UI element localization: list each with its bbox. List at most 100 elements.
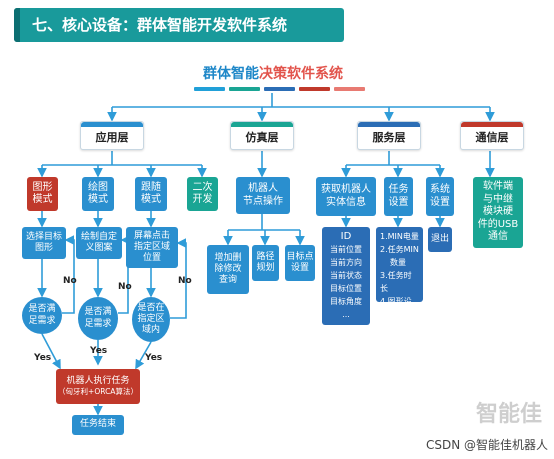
system-settings-line2: 设置 (430, 196, 450, 208)
check-area-node: 是否在指定区域内 (132, 297, 170, 342)
execute-task-line1: 机器人执行任务 (66, 376, 130, 387)
usb-comm-line1: 软件端 (483, 181, 513, 193)
usb-comm-line5: 通信 (488, 231, 508, 243)
banner-accent (14, 8, 20, 42)
task-graphic-settings: 4.图形设置 (380, 297, 412, 319)
get-robot-info-line1: 获取机器人 (321, 184, 371, 195)
draw-mode-line2: 模式 (88, 194, 108, 205)
secondary-dev-line2: 开发 (192, 194, 213, 205)
title-color-bar (194, 87, 225, 91)
system-settings-line1: 系统 (430, 184, 450, 195)
category-simulation: 仿真层 (230, 121, 294, 150)
target-point-line1: 目标点 (286, 251, 314, 262)
task-settings-node: 任务设置 (384, 177, 413, 216)
task-min-count-cont: 数量 (390, 258, 406, 267)
screen-click-line1: 屏幕点击 (133, 230, 170, 241)
check-demand-1-line1: 是否满 (28, 304, 56, 315)
check-demand-1-line2: 足需求 (28, 315, 56, 326)
category-service: 服务层 (357, 121, 421, 150)
draw-custom-line1: 绘制自定 (80, 231, 117, 242)
check-demand-node-1: 是否满足需求 (22, 297, 62, 334)
check-area-line3: 域内 (141, 325, 160, 336)
path-planning-line1: 路径 (256, 251, 275, 262)
follow-mode-line1: 跟随 (141, 181, 161, 193)
check-demand-node-2: 是否满足需求 (78, 297, 118, 340)
diagram-title: 群体智能决策软件系统 (168, 63, 378, 83)
yes-label-2: Yes (90, 346, 108, 356)
category-communication: 通信层 (460, 121, 524, 150)
secondary-dev-node: 二次开发 (187, 177, 218, 211)
task-end-label: 任务结束 (79, 419, 116, 430)
target-point-node: 目标点设置 (285, 245, 315, 281)
info-current-status: 当前状态 (330, 271, 362, 280)
title-color-bar (229, 87, 260, 91)
diagram-title-part2: 决策软件系统 (259, 66, 343, 82)
info-current-position: 当前位置 (330, 245, 362, 254)
secondary-dev-line1: 二次 (192, 181, 213, 193)
check-area-line1: 是否在 (137, 302, 165, 313)
no-label-2: No (118, 282, 132, 292)
path-planning-line2: 规划 (256, 263, 275, 273)
execute-task-line2: （匈牙利+ORCA算法） (58, 387, 138, 397)
target-point-line2: 设置 (290, 263, 309, 273)
no-label-3: No (178, 276, 192, 286)
category-service-label: 服务层 (372, 131, 406, 144)
usb-comm-line2: 与中继 (483, 193, 513, 205)
title-color-bar (299, 87, 330, 91)
section-banner: 七、核心设备：群体智能开发软件系统 (14, 8, 344, 42)
robot-node-op-line1: 机器人 (248, 183, 278, 194)
title-color-bar (334, 87, 365, 91)
yes-label-3: Yes (145, 353, 163, 363)
csdn-credit: CSDN @智能佳机器人 (425, 438, 548, 452)
robot-info-list: ID 当前位置 当前方向 当前状态 目标位置 目标角度 ... (322, 227, 370, 325)
task-settings-line2: 设置 (388, 196, 409, 208)
get-robot-info-node: 获取机器人实体信息 (316, 177, 376, 216)
system-settings-node: 系统设置 (426, 177, 454, 216)
add-delete-line1: 增加删 (214, 252, 242, 263)
info-id: ID (340, 231, 352, 242)
screen-click-line2: 指定区域 (133, 241, 170, 252)
robot-node-op-node: 机器人节点操作 (236, 177, 290, 214)
draw-mode-node: 绘图模式 (82, 177, 114, 211)
select-target-node: 选择目标图形 (22, 227, 66, 259)
usb-comm-line4: 件的USB (477, 218, 519, 230)
draw-custom-node: 绘制自定义图案 (76, 227, 122, 259)
yes-label-1: Yes (34, 353, 52, 363)
graphic-mode-line2: 模式 (32, 194, 53, 205)
category-application-label: 应用层 (95, 131, 129, 144)
screen-click-line3: 位置 (142, 253, 161, 264)
title-color-bar (264, 87, 295, 91)
add-delete-line2: 除修改 (214, 263, 242, 274)
graphic-mode-line1: 图形 (32, 181, 53, 193)
category-simulation-label: 仿真层 (245, 131, 279, 144)
task-settings-list: 1.MIN电量 2.任务MIN 数量 3.任务时长 4.图形设置 (376, 227, 423, 319)
banner-title: 七、核心设备：群体智能开发软件系统 (32, 16, 288, 34)
select-target-line2: 图形 (34, 243, 53, 253)
info-target-angle: 目标角度 (330, 297, 362, 306)
task-min-battery: 1.MIN电量 (380, 232, 419, 241)
follow-mode-line2: 模式 (141, 194, 161, 205)
follow-mode-node: 跟随模式 (135, 177, 167, 211)
get-robot-info-line2: 实体信息 (326, 196, 366, 208)
info-ellipsis: ... (342, 310, 350, 319)
task-end-node: 任务结束 (72, 415, 124, 435)
check-demand-2-line2: 足需求 (84, 318, 112, 329)
exit-node: 退出 (428, 227, 452, 252)
path-planning-node: 路径规划 (252, 245, 279, 281)
info-current-direction: 当前方向 (330, 258, 362, 267)
no-label-1: No (63, 276, 77, 286)
graphic-mode-node: 图形模式 (27, 177, 58, 211)
task-min-count: 2.任务MIN (380, 245, 419, 254)
check-demand-2-line1: 是否满 (84, 307, 112, 318)
task-duration: 3.任务时长 (380, 271, 412, 293)
usb-comm-line3: 模块硬 (483, 206, 513, 218)
info-target-position: 目标位置 (330, 284, 362, 293)
add-delete-line3: 查询 (218, 275, 237, 286)
exit-label: 退出 (430, 233, 449, 244)
draw-custom-line2: 义图案 (85, 243, 113, 253)
draw-mode-line1: 绘图 (88, 181, 108, 193)
screen-click-node: 屏幕点击指定区域位置 (126, 227, 178, 268)
